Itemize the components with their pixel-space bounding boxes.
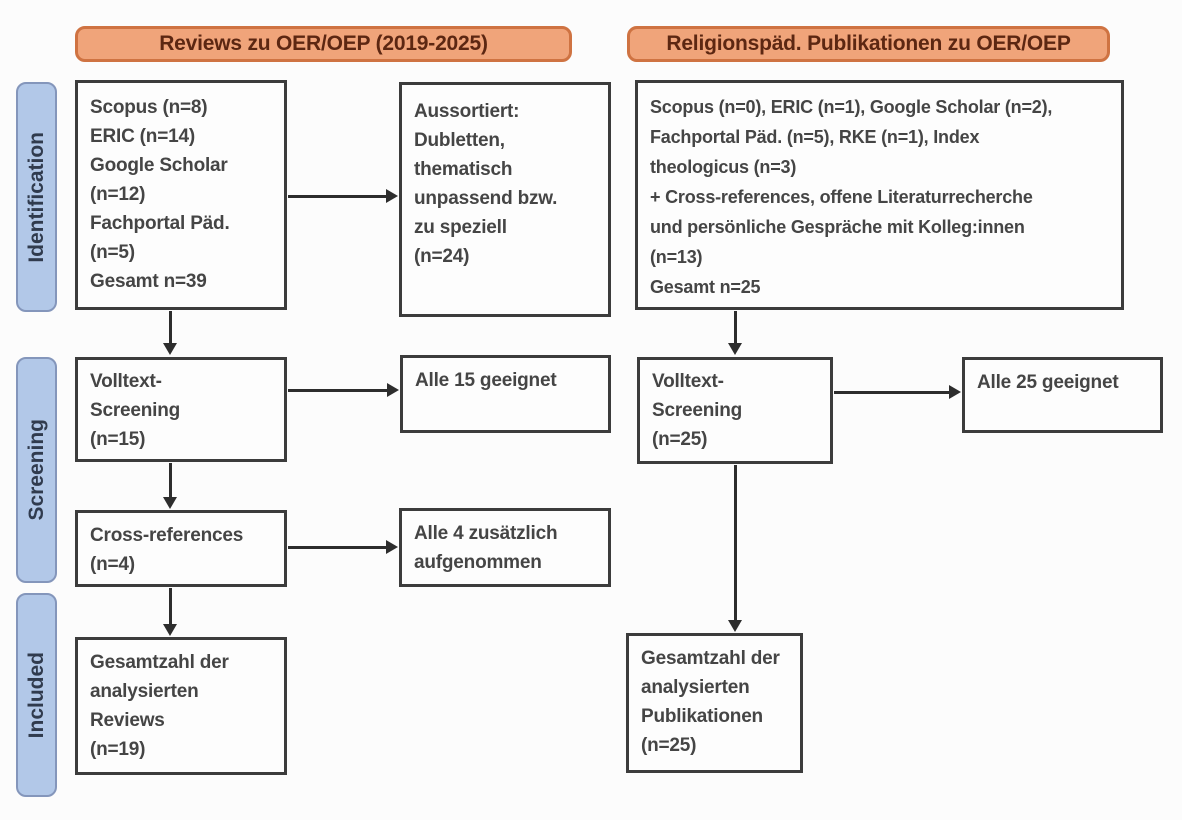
arrow-right-fulltext-to-result — [834, 385, 961, 399]
stage-tab-screening: Screening — [16, 357, 57, 583]
stage-tab-identification-label: Identification — [24, 131, 48, 263]
stage-tab-included: Included — [16, 593, 57, 797]
stage-tab-included-label: Included — [24, 651, 48, 739]
box-right-fulltext-result: Alle 25 geeignet — [962, 357, 1163, 433]
column-header-religionspaed-publikationen: Religionspäd. Publikationen zu OER/OEP — [627, 26, 1110, 62]
box-left-crossref-result: Alle 4 zusätzlich aufgenommen — [399, 508, 611, 587]
arrow-left-fulltext-to-crossref — [163, 463, 177, 509]
box-left-included-total: Gesamtzahl der analysierten Reviews (n=1… — [75, 637, 287, 775]
arrow-right-sources-to-fulltext — [728, 311, 742, 355]
arrow-left-fulltext-to-result — [288, 383, 399, 397]
arrow-left-sources-to-excluded — [288, 189, 398, 203]
box-right-identification-sources: Scopus (n=0), ERIC (n=1), Google Scholar… — [635, 80, 1124, 310]
box-left-excluded-records: Aussortiert: Dubletten, thematisch unpas… — [399, 82, 611, 317]
box-left-fulltext-screening: Volltext- Screening (n=15) — [75, 357, 287, 462]
box-left-cross-references: Cross-references (n=4) — [75, 510, 287, 587]
box-left-identification-sources: Scopus (n=8) ERIC (n=14) Google Scholar … — [75, 80, 287, 310]
column-header-reviews: Reviews zu OER/OEP (2019-2025) — [75, 26, 572, 62]
stage-tab-identification: Identification — [16, 82, 57, 312]
arrow-left-crossref-to-result — [288, 540, 398, 554]
box-right-fulltext-screening: Volltext- Screening (n=25) — [637, 357, 833, 464]
arrow-left-crossref-to-included — [163, 588, 177, 636]
box-left-fulltext-result: Alle 15 geeignet — [400, 355, 611, 433]
box-right-included-total: Gesamtzahl der analysierten Publikatione… — [626, 633, 803, 773]
stage-tab-screening-label: Screening — [24, 419, 48, 521]
arrow-left-sources-to-fulltext — [163, 311, 177, 355]
arrow-right-fulltext-to-included — [728, 465, 742, 632]
